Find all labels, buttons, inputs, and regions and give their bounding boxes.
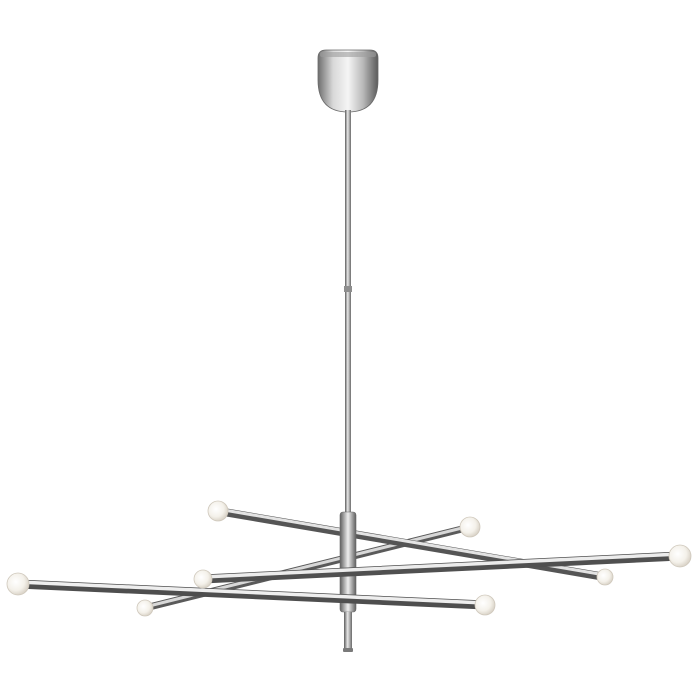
globe-bulb-icon bbox=[136, 599, 154, 617]
globe-bulb-icon bbox=[207, 500, 229, 522]
globe-bulb-icon bbox=[193, 569, 213, 589]
globe-bulb-icon bbox=[474, 594, 496, 616]
center-hub-icon bbox=[339, 511, 357, 652]
globe-bulb-icon bbox=[668, 544, 692, 568]
globe-bulb-icon bbox=[6, 572, 30, 596]
globe-bulb-icon bbox=[596, 568, 614, 586]
chandelier-arm-front-1 bbox=[198, 551, 685, 584]
stem-rod-icon bbox=[344, 110, 352, 514]
chandelier-arm-front-2 bbox=[13, 579, 490, 610]
globe-bulb-icon bbox=[459, 516, 481, 538]
ceiling-canopy-icon bbox=[317, 49, 379, 113]
